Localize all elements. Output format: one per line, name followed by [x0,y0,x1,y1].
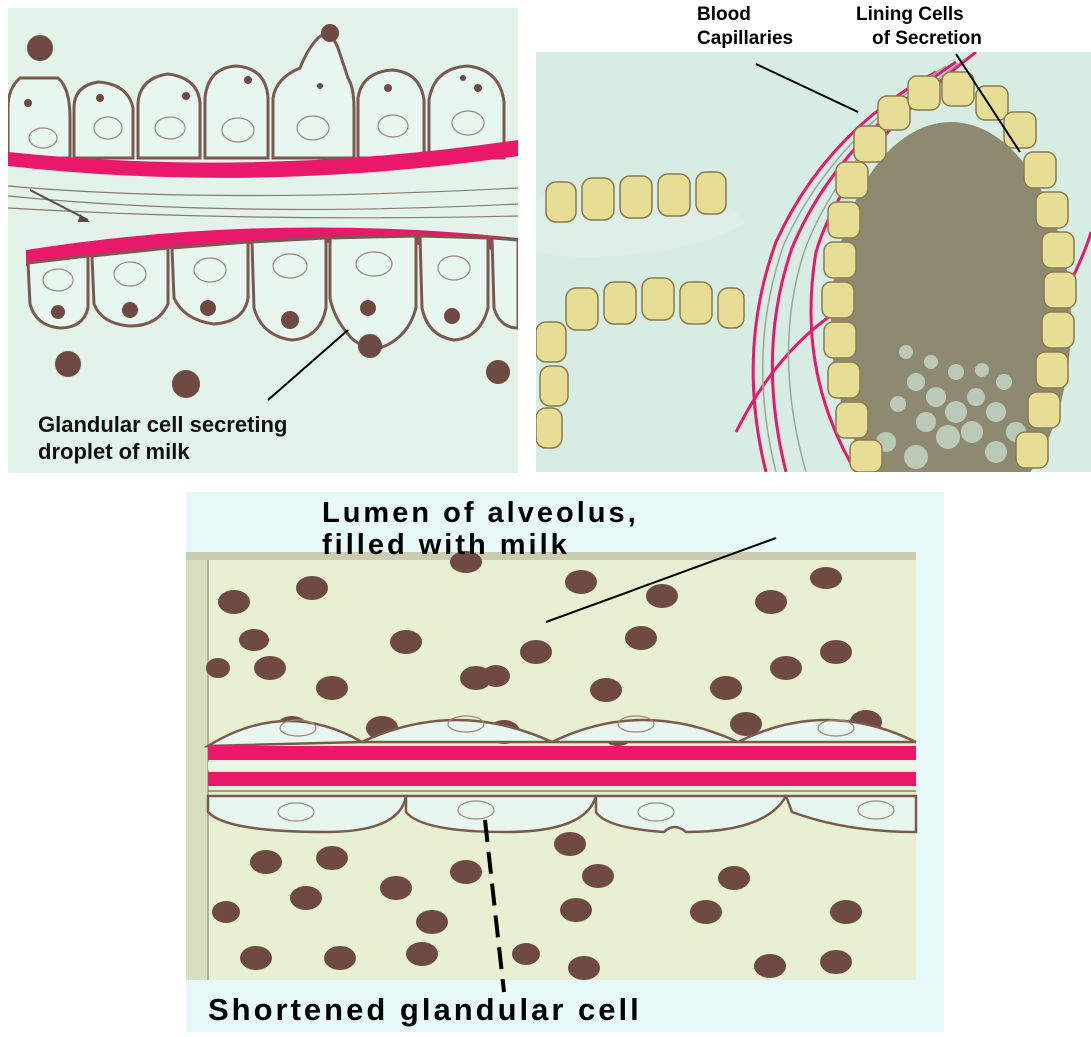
lumen-section-illustration [186,492,944,1032]
lumen-label-line2: filled with milk [322,529,639,561]
glandular-cell-label: Glandular cell secreting droplet of milk [38,411,287,465]
lumen-section-panel [186,492,944,1032]
shortened-cell-label: Shortened glandular cell [208,992,642,1028]
secreting-cell-illustration [8,8,518,473]
lumen-label-line1: Lumen of alveolus, [322,497,639,529]
blood-capillaries-label-line2: Capillaries [697,27,793,51]
glandular-cell-label-line1: Glandular cell secreting [38,411,287,438]
alveolus-section-illustration [536,52,1091,472]
glandular-cell-label-line2: droplet of milk [38,438,287,465]
lining-cells-label: Lining Cells of Secretion [856,3,982,51]
blood-capillaries-label: Blood Capillaries [697,3,793,51]
blood-capillaries-label-line1: Blood [697,3,793,27]
alveolus-section-panel [536,52,1091,472]
lining-cells-label-line1: Lining Cells [856,3,982,27]
lining-cells-label-line2: of Secretion [856,27,982,51]
secreting-cell-panel [8,8,518,473]
lumen-label: Lumen of alveolus, filled with milk [322,497,639,561]
